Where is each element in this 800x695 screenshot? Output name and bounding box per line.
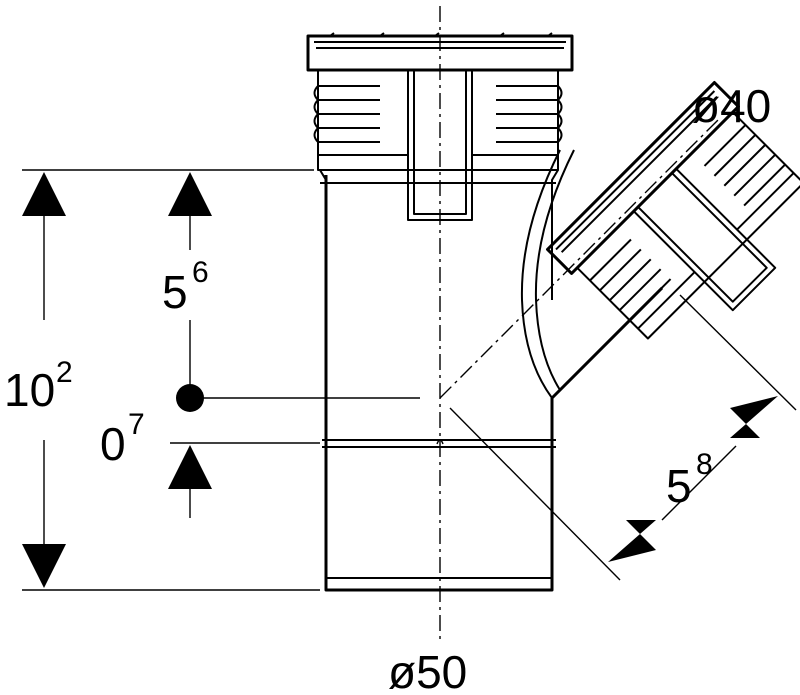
dimension-labels: ø40 ø50 10 2 5 6 0 7 5 8 <box>4 80 771 695</box>
branch-length-sup: 8 <box>696 448 713 481</box>
dim-origin-dot <box>176 384 204 412</box>
main-diameter-label: ø50 <box>388 646 467 695</box>
dim-arrow-top <box>22 172 66 216</box>
offset-sup: 7 <box>128 408 145 441</box>
dim-arrow-branch-high <box>730 396 778 438</box>
main-pipe <box>319 169 559 592</box>
dim-arrow-offset <box>168 445 212 489</box>
overall-height-label: 10 <box>4 364 55 416</box>
branch-diameter-label: ø40 <box>692 80 771 132</box>
upper-height-sup: 6 <box>192 256 209 289</box>
offset-label: 0 <box>100 418 126 470</box>
dim-arrow-upper <box>168 172 212 216</box>
dim-arrow-bottom <box>22 544 66 588</box>
overall-height-sup: 2 <box>56 356 73 389</box>
dim-arrow-branch-low <box>608 520 656 562</box>
dimension-lines <box>22 169 797 591</box>
branch-length-label: 5 <box>666 460 692 512</box>
branch-pipe <box>520 81 800 400</box>
upper-height-label: 5 <box>162 266 188 318</box>
center-lines <box>436 6 721 640</box>
